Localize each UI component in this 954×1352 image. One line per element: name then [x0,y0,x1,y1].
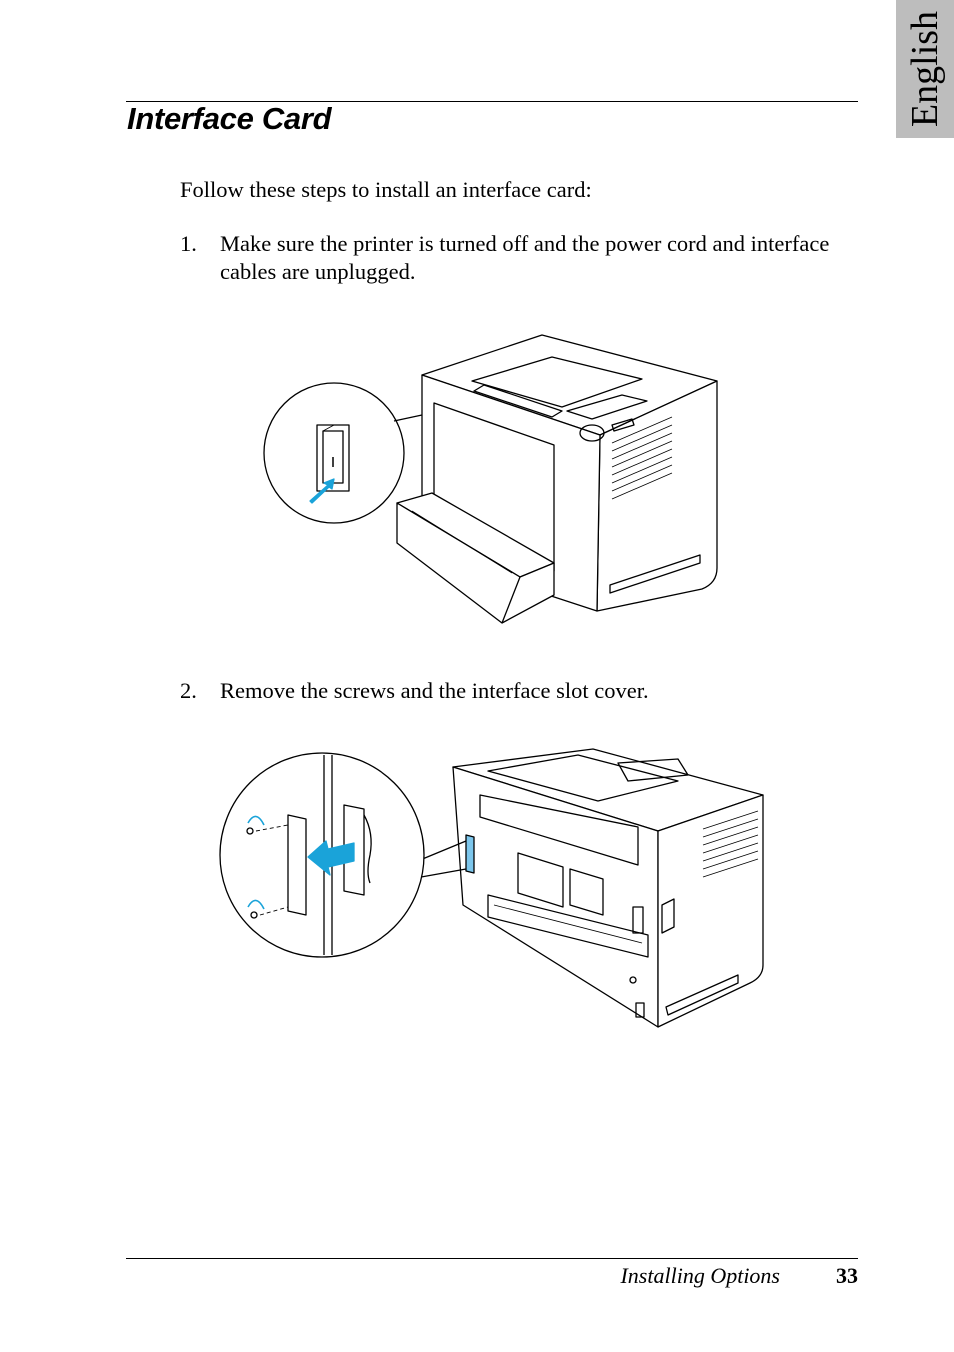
footer-chapter: Installing Options [620,1263,780,1288]
step-text: Make sure the printer is turned off and … [220,231,830,284]
intro-paragraph: Follow these steps to install an interfa… [180,177,592,202]
step-number: 2. [180,678,197,703]
step-number: 1. [180,231,197,256]
section-title: Interface Card [127,101,332,136]
step-text: Remove the screws and the interface slot… [220,678,649,703]
language-tab-label: English [904,10,946,128]
power-switch-illustration [262,333,722,628]
page-number: 33 [836,1263,858,1288]
interface-slot-cover-illustration [218,745,768,1035]
footer-rule [126,1258,858,1259]
header-rule [126,101,858,102]
language-tab: English [896,0,954,138]
